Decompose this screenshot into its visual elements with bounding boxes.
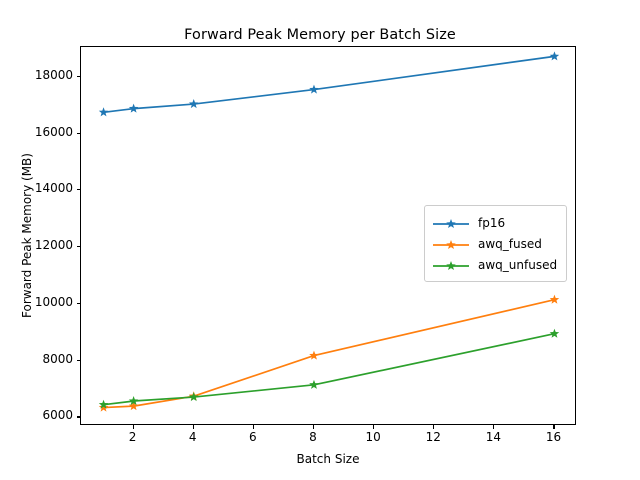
data-point-marker (98, 399, 109, 409)
data-point-marker (309, 84, 319, 94)
x-tick-label: 16 (545, 430, 562, 444)
legend-line-sample (432, 216, 470, 230)
data-point-marker (188, 99, 199, 109)
chart-title: Forward Peak Memory per Batch Size (184, 27, 456, 43)
x-tick-mark (132, 425, 134, 429)
data-point-marker (128, 103, 139, 113)
data-point-marker (98, 107, 109, 117)
y-tick-mark (76, 302, 80, 305)
x-tick-label: 14 (485, 430, 501, 444)
y-tick-label-text: 8000 (42, 351, 73, 366)
series-line (103, 298, 555, 409)
y-tick-label-text: 6000 (42, 408, 73, 423)
legend-label: awq_unfused (478, 257, 558, 272)
y-tick-mark (76, 416, 80, 418)
series-line (103, 55, 555, 114)
y-tick-label-text: 10000 (34, 294, 73, 309)
y-tick-mark (76, 75, 80, 77)
y-tick-label-text: 12000 (34, 238, 73, 253)
series-fp16 (98, 51, 560, 117)
x-tick-mark (493, 425, 495, 429)
x-tick-mark (252, 425, 254, 429)
y-tick-label-text: 18000 (34, 67, 73, 82)
data-point-marker (128, 401, 139, 411)
x-tick-mark (433, 425, 435, 429)
legend-item-fp16[interactable]: fp16 (432, 212, 557, 233)
x-tick-mark (553, 425, 555, 429)
y-tick-mark (76, 246, 80, 248)
x-tick-mark (373, 425, 375, 429)
x-tick-label: 12 (425, 430, 441, 444)
y-axis-label: Forward Peak Memory (MB) (20, 153, 34, 318)
legend: fp16 awq_fused awq_unfused (424, 205, 568, 282)
y-tick-label-text: 16000 (34, 124, 73, 139)
data-point-marker (309, 379, 319, 389)
data-point-marker (549, 51, 560, 61)
legend-line-sample (432, 237, 470, 251)
y-tick-mark (76, 359, 80, 361)
legend-label: awq_fused (478, 236, 542, 251)
series-awq_unfused (98, 328, 560, 409)
data-point-marker (188, 392, 199, 402)
plot-area (80, 46, 576, 425)
y-tick-mark (76, 132, 80, 134)
x-axis-label: Batch Size (296, 452, 360, 466)
legend-item-awq_fused[interactable]: awq_fused (432, 233, 557, 254)
data-point-marker (128, 396, 139, 406)
x-tick-label: 2 (128, 430, 137, 444)
y-tick-mark (76, 189, 80, 191)
x-tick-label: 8 (309, 430, 317, 444)
x-tick-mark (312, 425, 315, 429)
x-tick-label: 10 (365, 430, 381, 444)
series-awq_fused (98, 294, 560, 412)
legend-item-awq_unfused[interactable]: awq_unfused (432, 254, 557, 275)
x-tick-label: 6 (249, 430, 257, 444)
legend-label: fp16 (478, 215, 506, 230)
x-tick-mark (192, 425, 194, 429)
data-point-marker (549, 328, 560, 338)
y-tick-label-text: 14000 (34, 181, 73, 196)
series-lines (98, 51, 560, 412)
data-point-marker (549, 294, 560, 304)
series-line (103, 332, 555, 406)
data-point-marker (98, 402, 109, 412)
x-tick-label: 4 (188, 430, 197, 444)
data-point-marker (309, 350, 319, 360)
legend-line-sample (432, 258, 470, 272)
